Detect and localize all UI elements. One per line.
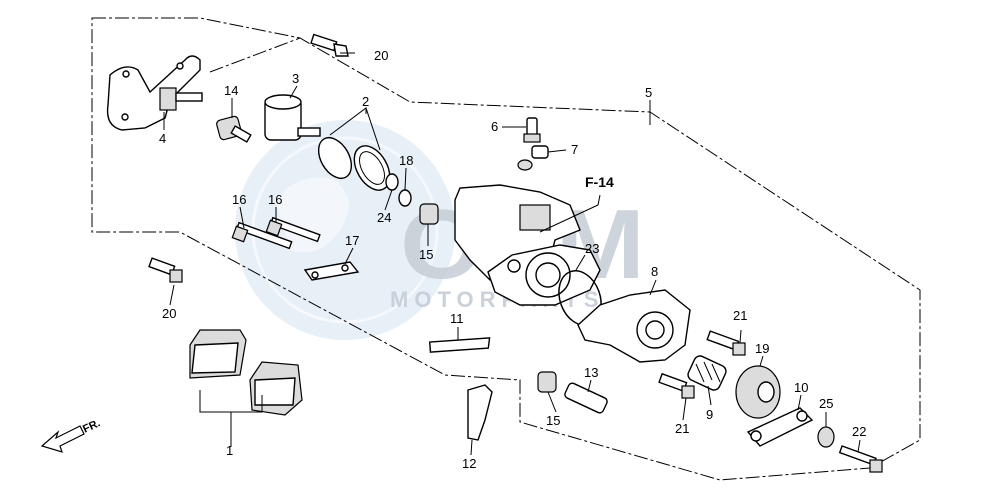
callout-21-lower: 21 bbox=[675, 421, 689, 436]
part-bolt-22 bbox=[838, 445, 883, 473]
part-boot-15-top bbox=[419, 203, 439, 225]
part-nut-25 bbox=[817, 426, 835, 448]
part-caliper-body bbox=[454, 184, 601, 306]
callout-11: 11 bbox=[450, 311, 464, 326]
part-washer-24 bbox=[385, 173, 399, 191]
callout-20-bottom: 20 bbox=[162, 306, 176, 321]
callout-15-top: 15 bbox=[419, 247, 433, 262]
part-washer-18 bbox=[398, 189, 412, 207]
front-direction-indicator: FR. bbox=[40, 417, 102, 453]
callout-25: 25 bbox=[819, 396, 833, 411]
callout-3: 3 bbox=[292, 71, 299, 86]
callout-14: 14 bbox=[224, 83, 238, 98]
watermark-globe bbox=[235, 120, 455, 340]
part-seals-2 bbox=[317, 137, 391, 191]
leader-lines bbox=[163, 52, 861, 456]
callout-2: 2 bbox=[362, 94, 369, 109]
callout-20-top: 20 bbox=[374, 48, 388, 63]
callout-18: 18 bbox=[399, 153, 413, 168]
part-plate-11 bbox=[428, 337, 491, 353]
part-bracket-12 bbox=[467, 384, 493, 441]
callout-17: 17 bbox=[345, 233, 359, 248]
part-bleeder-14 bbox=[216, 115, 252, 143]
callout-19: 19 bbox=[755, 341, 769, 356]
part-pin-13 bbox=[564, 382, 608, 414]
part-spring-9 bbox=[687, 355, 727, 391]
part-cap-7 bbox=[517, 145, 549, 171]
callout-13: 13 bbox=[584, 365, 598, 380]
part-piston-3 bbox=[264, 94, 321, 141]
front-direction-label: FR. bbox=[81, 417, 102, 435]
callout-7: 7 bbox=[571, 142, 578, 157]
callout-9: 9 bbox=[706, 407, 713, 422]
part-pin-16-left bbox=[231, 221, 293, 250]
part-bolt-21-upper bbox=[706, 330, 746, 356]
part-bolt-20-top bbox=[310, 33, 349, 57]
callout-21-upper: 21 bbox=[733, 308, 747, 323]
part-roller-19 bbox=[735, 365, 781, 419]
part-arm-10 bbox=[746, 407, 814, 447]
callout-8: 8 bbox=[651, 264, 658, 279]
part-bracket-4 bbox=[106, 55, 203, 131]
callout-15-bottom: 15 bbox=[546, 413, 560, 428]
part-bleeder-6 bbox=[523, 117, 541, 143]
reference-label: F-14 bbox=[585, 174, 614, 190]
callout-23: 23 bbox=[585, 241, 599, 256]
part-bracket-8 bbox=[577, 289, 691, 363]
arrow-icon bbox=[40, 425, 85, 453]
callout-5: 5 bbox=[645, 85, 652, 100]
callout-1: 1 bbox=[226, 443, 233, 458]
callout-10: 10 bbox=[794, 380, 808, 395]
part-pin-16-right bbox=[265, 216, 321, 243]
part-bolt-21-lower bbox=[658, 372, 695, 399]
callout-4: 4 bbox=[159, 131, 166, 146]
part-boot-15-bottom bbox=[537, 371, 557, 393]
callout-24: 24 bbox=[377, 210, 391, 225]
callout-22: 22 bbox=[852, 424, 866, 439]
part-brake-pads-1 bbox=[189, 329, 303, 416]
callout-6: 6 bbox=[491, 119, 498, 134]
part-bolt-20-bottom bbox=[148, 257, 183, 283]
callout-12: 12 bbox=[462, 456, 476, 471]
callout-16-left: 16 bbox=[232, 192, 246, 207]
callout-16-right: 16 bbox=[268, 192, 282, 207]
callout-labels: 1 2 3 4 5 6 7 8 9 10 11 12 13 14 15 15 1… bbox=[159, 48, 866, 471]
part-spring-17 bbox=[303, 261, 360, 281]
